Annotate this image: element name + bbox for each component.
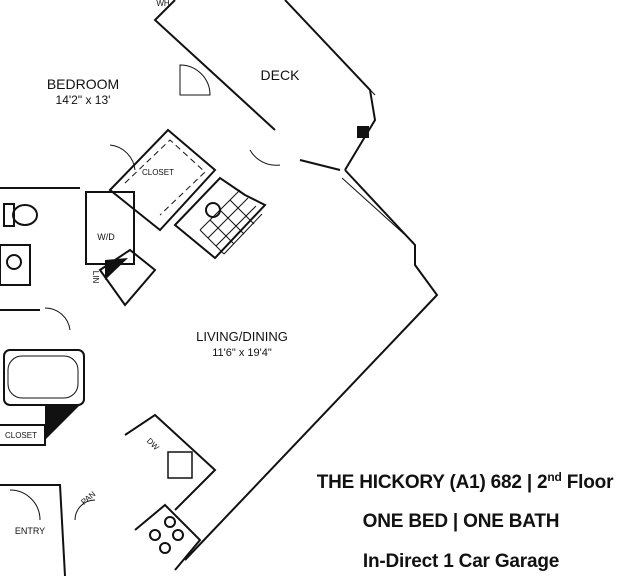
toilet [12, 204, 38, 226]
label-lin: LIN [91, 271, 100, 284]
stove-burner [159, 542, 171, 554]
label-entry: ENTRY [15, 526, 45, 536]
room-label-deck: DECK [261, 67, 301, 83]
wall-fill [105, 258, 128, 280]
wall-window-deck [289, 4, 376, 96]
kitchen-sink [167, 451, 193, 479]
room-dims-living: 11'6" x 19'4" [212, 347, 272, 359]
label-dw: DW [145, 436, 161, 452]
door-swing-closet [109, 144, 136, 171]
caption-bed-bath: ONE BED | ONE BATH [362, 511, 560, 532]
wall-north-bedroom [153, 0, 276, 131]
door-swing-entry [9, 489, 41, 521]
bathtub [3, 349, 85, 406]
wall-closet-block [108, 128, 217, 232]
label-closet-bedroom: CLOSET [142, 168, 174, 177]
stove-burner [149, 529, 161, 541]
room-label-living: LIVING/DINING [196, 329, 288, 344]
wall-exterior-east [184, 169, 439, 561]
sink-vanity [0, 244, 31, 286]
bathtub-inner [7, 355, 79, 399]
wall-closet-inner [124, 139, 206, 216]
wall-deck-outline [284, 0, 377, 171]
wall-entry [0, 484, 66, 576]
label-pan: PAN [79, 489, 97, 506]
door-swing-bedroom [179, 64, 211, 96]
door-swing-bath [44, 307, 71, 331]
kitchen-counter [124, 413, 217, 511]
stove-burner [164, 516, 176, 528]
label-closet-bath: CLOSET [5, 431, 37, 440]
wall-window-east [341, 177, 415, 244]
fireplace [205, 202, 221, 218]
room-dims-bedroom: 14'2" x 13' [56, 93, 111, 107]
stove-burner [172, 529, 184, 541]
label-wh: WH [156, 0, 170, 8]
wall-bath-core [173, 176, 267, 260]
caption-title: THE HICKORY (A1) 682 | 2nd Floor [316, 470, 614, 493]
wall-lin [98, 248, 157, 307]
door-swing-deck [249, 149, 281, 166]
toilet-tank [3, 203, 15, 227]
wall-deck-bottom [299, 159, 341, 171]
sink [6, 254, 22, 270]
door-swing-pan [74, 499, 96, 521]
caption-garage: In-Direct 1 Car Garage [362, 551, 560, 572]
label-wd: W/D [97, 232, 115, 242]
room-label-bedroom: BEDROOM [47, 76, 119, 92]
wall-fill [45, 405, 80, 440]
kitchen-counter-lower [134, 503, 202, 571]
column [357, 126, 369, 138]
